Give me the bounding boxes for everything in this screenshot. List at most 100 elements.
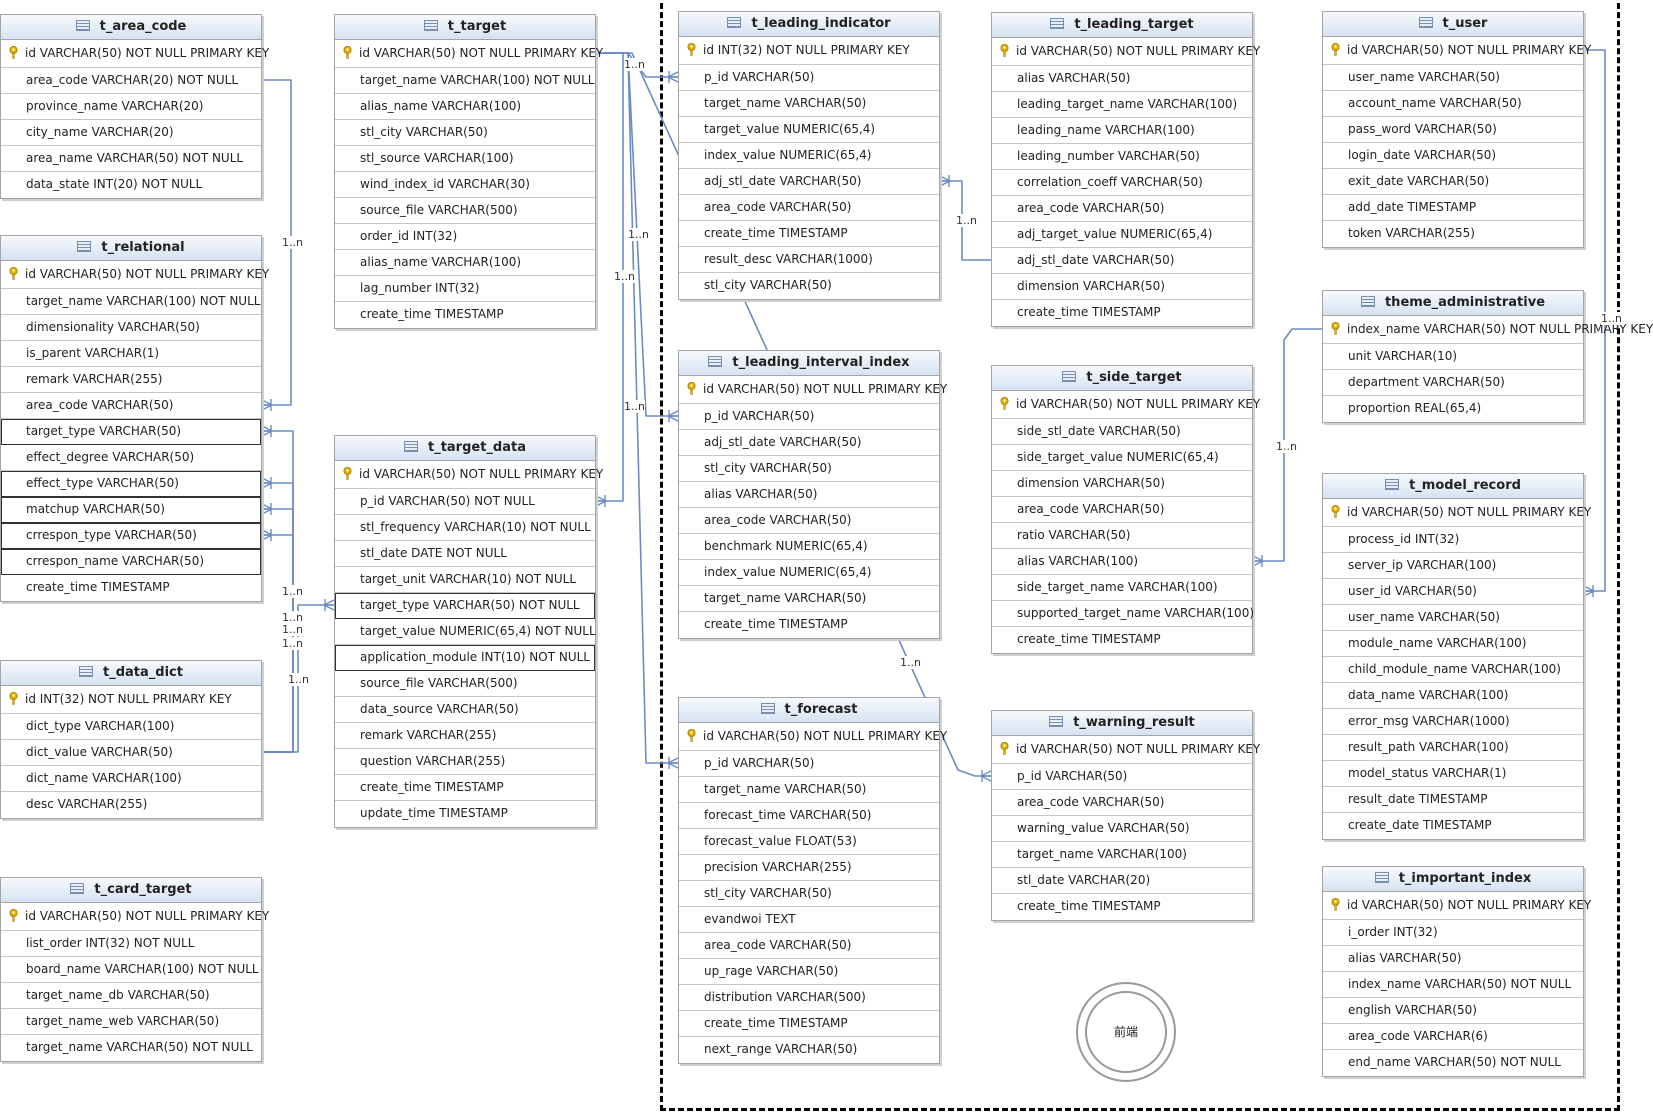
- table-column[interactable]: side_stl_date VARCHAR(50): [992, 419, 1252, 445]
- table-header[interactable]: t_forecast: [679, 698, 939, 723]
- frontend-node[interactable]: 前端: [1076, 982, 1176, 1082]
- table-column[interactable]: alias_name VARCHAR(100): [335, 250, 595, 276]
- table-column[interactable]: dimension VARCHAR(50): [992, 274, 1252, 300]
- primary-key-column[interactable]: id VARCHAR(50) NOT NULL PRIMARY KEY: [335, 40, 603, 68]
- table-column[interactable]: leading_number VARCHAR(50): [992, 144, 1252, 170]
- table-column[interactable]: create_time TIMESTAMP: [335, 302, 595, 328]
- table-column[interactable]: update_time TIMESTAMP: [335, 801, 595, 827]
- table-column[interactable]: crrespon_type VARCHAR(50): [1, 523, 261, 549]
- table-column[interactable]: target_name VARCHAR(100) NOT NULL: [335, 68, 595, 94]
- table-column[interactable]: alias VARCHAR(50): [1323, 946, 1583, 972]
- table-column[interactable]: module_name VARCHAR(100): [1323, 631, 1583, 657]
- table-column[interactable]: next_range VARCHAR(50): [679, 1037, 939, 1063]
- table-column[interactable]: create_time TIMESTAMP: [992, 300, 1252, 326]
- table-column[interactable]: stl_date DATE NOT NULL: [335, 541, 595, 567]
- primary-key-column[interactable]: id INT(32) NOT NULL PRIMARY KEY: [679, 37, 939, 65]
- table-column[interactable]: target_name VARCHAR(50): [679, 586, 939, 612]
- primary-key-column[interactable]: id VARCHAR(50) NOT NULL PRIMARY KEY: [1, 261, 269, 289]
- table-column[interactable]: alias_name VARCHAR(100): [335, 94, 595, 120]
- table-column[interactable]: area_code VARCHAR(50): [992, 497, 1252, 523]
- table-column[interactable]: pass_word VARCHAR(50): [1323, 117, 1583, 143]
- primary-key-column[interactable]: id INT(32) NOT NULL PRIMARY KEY: [1, 686, 261, 714]
- table-column[interactable]: area_code VARCHAR(50): [1, 393, 261, 419]
- table-header[interactable]: t_model_record: [1323, 474, 1583, 499]
- table-header[interactable]: t_data_dict: [1, 661, 261, 686]
- table-column[interactable]: stl_city VARCHAR(50): [679, 273, 939, 299]
- table-column[interactable]: account_name VARCHAR(50): [1323, 91, 1583, 117]
- table-column[interactable]: process_id INT(32): [1323, 527, 1583, 553]
- table-column[interactable]: matchup VARCHAR(50): [1, 497, 261, 523]
- primary-key-column[interactable]: id VARCHAR(50) NOT NULL PRIMARY KEY: [679, 723, 947, 751]
- table-column[interactable]: stl_source VARCHAR(100): [335, 146, 595, 172]
- primary-key-column[interactable]: id VARCHAR(50) NOT NULL PRIMARY KEY: [679, 376, 947, 404]
- table-column[interactable]: user_name VARCHAR(50): [1323, 605, 1583, 631]
- table-column[interactable]: target_type VARCHAR(50): [1, 419, 261, 445]
- table-column[interactable]: province_name VARCHAR(20): [1, 94, 261, 120]
- table-header[interactable]: t_leading_indicator: [679, 12, 939, 37]
- table-column[interactable]: p_id VARCHAR(50): [679, 404, 939, 430]
- table-column[interactable]: dimensionality VARCHAR(50): [1, 315, 261, 341]
- primary-key-column[interactable]: index_name VARCHAR(50) NOT NULL PRIMARY …: [1323, 316, 1653, 344]
- table-column[interactable]: area_code VARCHAR(50): [992, 196, 1252, 222]
- table-column[interactable]: target_name VARCHAR(50): [679, 91, 939, 117]
- table-column[interactable]: supported_target_name VARCHAR(100): [992, 601, 1254, 627]
- table-column[interactable]: dict_value VARCHAR(50): [1, 740, 261, 766]
- table-column[interactable]: area_code VARCHAR(6): [1323, 1024, 1583, 1050]
- table-column[interactable]: target_name VARCHAR(50) NOT NULL: [1, 1035, 261, 1061]
- table-column[interactable]: forecast_time VARCHAR(50): [679, 803, 939, 829]
- table-column[interactable]: area_code VARCHAR(50): [679, 508, 939, 534]
- table-column[interactable]: remark VARCHAR(255): [1, 367, 261, 393]
- table-column[interactable]: create_time TIMESTAMP: [992, 894, 1252, 920]
- table-column[interactable]: model_status VARCHAR(1): [1323, 761, 1583, 787]
- table-column[interactable]: error_msg VARCHAR(1000): [1323, 709, 1583, 735]
- table-column[interactable]: dict_name VARCHAR(100): [1, 766, 261, 792]
- table-column[interactable]: user_id VARCHAR(50): [1323, 579, 1583, 605]
- table-column[interactable]: child_module_name VARCHAR(100): [1323, 657, 1583, 683]
- primary-key-column[interactable]: id VARCHAR(50) NOT NULL PRIMARY KEY: [992, 736, 1260, 764]
- table-column[interactable]: adj_target_value NUMERIC(65,4): [992, 222, 1252, 248]
- table-column[interactable]: target_name_db VARCHAR(50): [1, 983, 261, 1009]
- table-column[interactable]: user_name VARCHAR(50): [1323, 65, 1583, 91]
- table-column[interactable]: p_id VARCHAR(50): [679, 65, 939, 91]
- table-header[interactable]: theme_administrative: [1323, 291, 1583, 316]
- table-column[interactable]: benchmark NUMERIC(65,4): [679, 534, 939, 560]
- table-column[interactable]: lag_number INT(32): [335, 276, 595, 302]
- table-column[interactable]: list_order INT(32) NOT NULL: [1, 931, 261, 957]
- table-column[interactable]: area_code VARCHAR(50): [679, 933, 939, 959]
- table-column[interactable]: index_value NUMERIC(65,4): [679, 143, 939, 169]
- table-column[interactable]: result_date TIMESTAMP: [1323, 787, 1583, 813]
- table-column[interactable]: exit_date VARCHAR(50): [1323, 169, 1583, 195]
- table-column[interactable]: target_value NUMERIC(65,4): [679, 117, 939, 143]
- table-header[interactable]: t_user: [1323, 12, 1583, 37]
- table-column[interactable]: target_name VARCHAR(50): [679, 777, 939, 803]
- primary-key-column[interactable]: id VARCHAR(50) NOT NULL PRIMARY KEY: [1323, 892, 1591, 920]
- table-column[interactable]: area_code VARCHAR(50): [992, 790, 1252, 816]
- table-header[interactable]: t_relational: [1, 236, 261, 261]
- table-column[interactable]: distribution VARCHAR(500): [679, 985, 939, 1011]
- table-column[interactable]: create_time TIMESTAMP: [335, 775, 595, 801]
- table-column[interactable]: stl_city VARCHAR(50): [335, 120, 595, 146]
- table-header[interactable]: t_target: [335, 15, 595, 40]
- table-column[interactable]: wind_index_id VARCHAR(30): [335, 172, 595, 198]
- table-header[interactable]: t_area_code: [1, 15, 261, 40]
- primary-key-column[interactable]: id VARCHAR(50) NOT NULL PRIMARY KEY: [1, 903, 269, 931]
- table-header[interactable]: t_leading_target: [992, 13, 1252, 38]
- table-column[interactable]: desc VARCHAR(255): [1, 792, 261, 818]
- table-column[interactable]: ratio VARCHAR(50): [992, 523, 1252, 549]
- table-column[interactable]: target_value NUMERIC(65,4) NOT NULL: [335, 619, 596, 645]
- table-column[interactable]: create_time TIMESTAMP: [992, 627, 1252, 653]
- table-column[interactable]: evandwoi TEXT: [679, 907, 939, 933]
- table-column[interactable]: order_id INT(32): [335, 224, 595, 250]
- table-column[interactable]: index_name VARCHAR(50) NOT NULL: [1323, 972, 1583, 998]
- table-column[interactable]: data_state INT(20) NOT NULL: [1, 172, 261, 198]
- table-column[interactable]: area_code VARCHAR(50): [679, 195, 939, 221]
- table-column[interactable]: dimension VARCHAR(50): [992, 471, 1252, 497]
